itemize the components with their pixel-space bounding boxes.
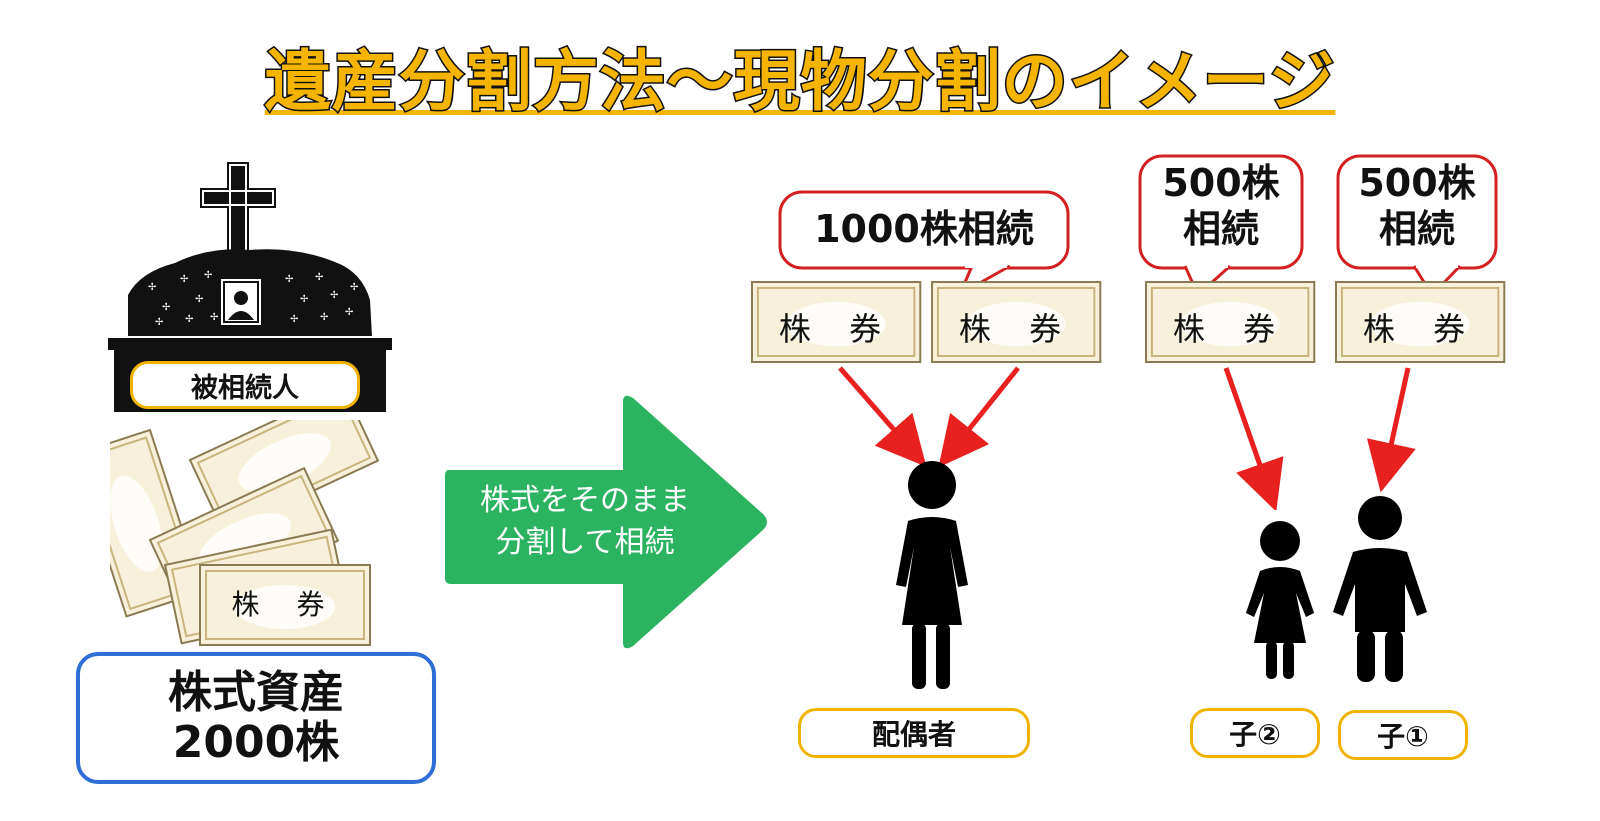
heir-label-child1: 子① [1338, 710, 1468, 760]
svg-text:✢: ✢ [185, 314, 193, 325]
bubble-child2 [1138, 154, 1304, 297]
svg-text:✢: ✢ [300, 294, 308, 305]
speech-bubbles [778, 154, 1498, 297]
svg-text:✢: ✢ [330, 290, 338, 301]
svg-text:✢: ✢ [162, 302, 170, 313]
bubble-child1-text: 500株相続 [1358, 161, 1476, 251]
asset-line1: 株式資産 [168, 667, 344, 718]
svg-text:✢: ✢ [204, 270, 212, 281]
child1-figure-icon [1333, 496, 1427, 682]
heir-label-spouse: 配偶者 [798, 708, 1030, 758]
certificate-label-3: 株 券 [1172, 310, 1290, 348]
stack-certificate-label: 株 券 [231, 588, 339, 621]
svg-text:✢: ✢ [155, 317, 163, 328]
bubble-child2-text: 500株相続 [1162, 161, 1280, 251]
decedent-label: 被相続人 [130, 361, 360, 409]
svg-text:✢: ✢ [350, 282, 358, 293]
svg-text:✢: ✢ [290, 314, 298, 325]
svg-text:✢: ✢ [180, 274, 188, 285]
asset-box: 株式資産 2000株 [76, 652, 436, 784]
svg-text:✢: ✢ [148, 282, 156, 293]
pointer-arrows [838, 366, 1416, 510]
svg-text:✢: ✢ [315, 272, 323, 283]
certificate-label-1: 株 券 [778, 310, 896, 348]
bubble-child1 [1336, 154, 1498, 297]
heir-label-child2: 子② [1190, 708, 1320, 758]
bubble-spouse-text: 1000株相続 [814, 207, 1034, 251]
bubble-spouse [778, 190, 1070, 296]
svg-text:✢: ✢ [195, 294, 203, 305]
page-title: 遺産分割方法～現物分割のイメージ [263, 42, 1336, 122]
child2-figure-icon [1246, 521, 1314, 679]
certificate-label-4: 株 券 [1362, 310, 1480, 348]
asset-line2: 2000株 [172, 717, 340, 768]
svg-text:✢: ✢ [285, 274, 293, 285]
portrait-icon [219, 277, 263, 327]
spouse-figure-icon [896, 461, 968, 689]
svg-text:✢: ✢ [345, 307, 353, 318]
svg-text:✢: ✢ [210, 312, 218, 323]
svg-text:✢: ✢ [320, 312, 328, 323]
cross-icon [200, 162, 276, 255]
certificate-label-2: 株 券 [958, 310, 1076, 348]
arrow-text: 株式をそのまま 分割して相続 [480, 483, 690, 560]
division-arrow [445, 395, 767, 649]
